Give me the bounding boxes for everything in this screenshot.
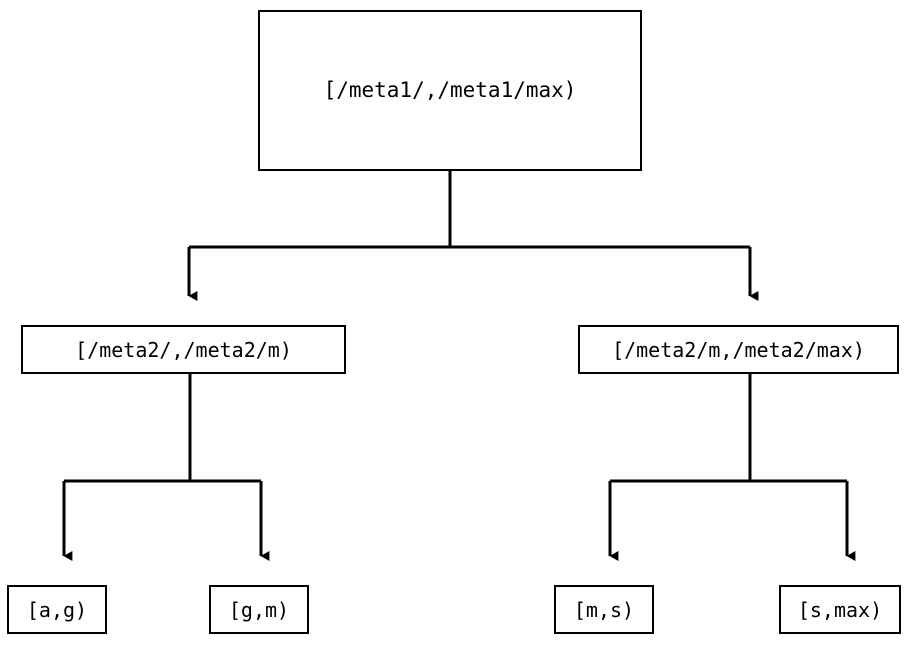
tree-node-leaf-smax-label: [s,max): [797, 597, 883, 622]
tree-node-leaf-gm[interactable]: [g,m): [209, 585, 309, 634]
tree-node-root[interactable]: [/meta1/,/meta1/max): [258, 10, 642, 171]
tree-node-leaf-ms-label: [m,s): [573, 597, 635, 622]
tree-node-root-label: [/meta1/,/meta1/max): [323, 78, 577, 102]
tree-node-mid-left-label: [/meta2/,/meta2/m): [75, 337, 292, 362]
tree-node-mid-right-label: [/meta2/m,/meta2/max): [612, 337, 865, 362]
edge-midright-to-leaves: [608, 374, 856, 561]
edge-midleft-to-leaves: [62, 374, 270, 561]
tree-node-leaf-smax[interactable]: [s,max): [779, 585, 901, 634]
tree-node-mid-right[interactable]: [/meta2/m,/meta2/max): [578, 325, 899, 374]
tree-node-leaf-gm-label: [g,m): [228, 597, 290, 622]
tree-node-leaf-ag[interactable]: [a,g): [7, 585, 107, 634]
edge-root-to-level1: [187, 171, 759, 301]
tree-node-leaf-ag-label: [a,g): [26, 597, 88, 622]
tree-node-mid-left[interactable]: [/meta2/,/meta2/m): [21, 325, 346, 374]
tree-node-leaf-ms[interactable]: [m,s): [554, 585, 654, 634]
